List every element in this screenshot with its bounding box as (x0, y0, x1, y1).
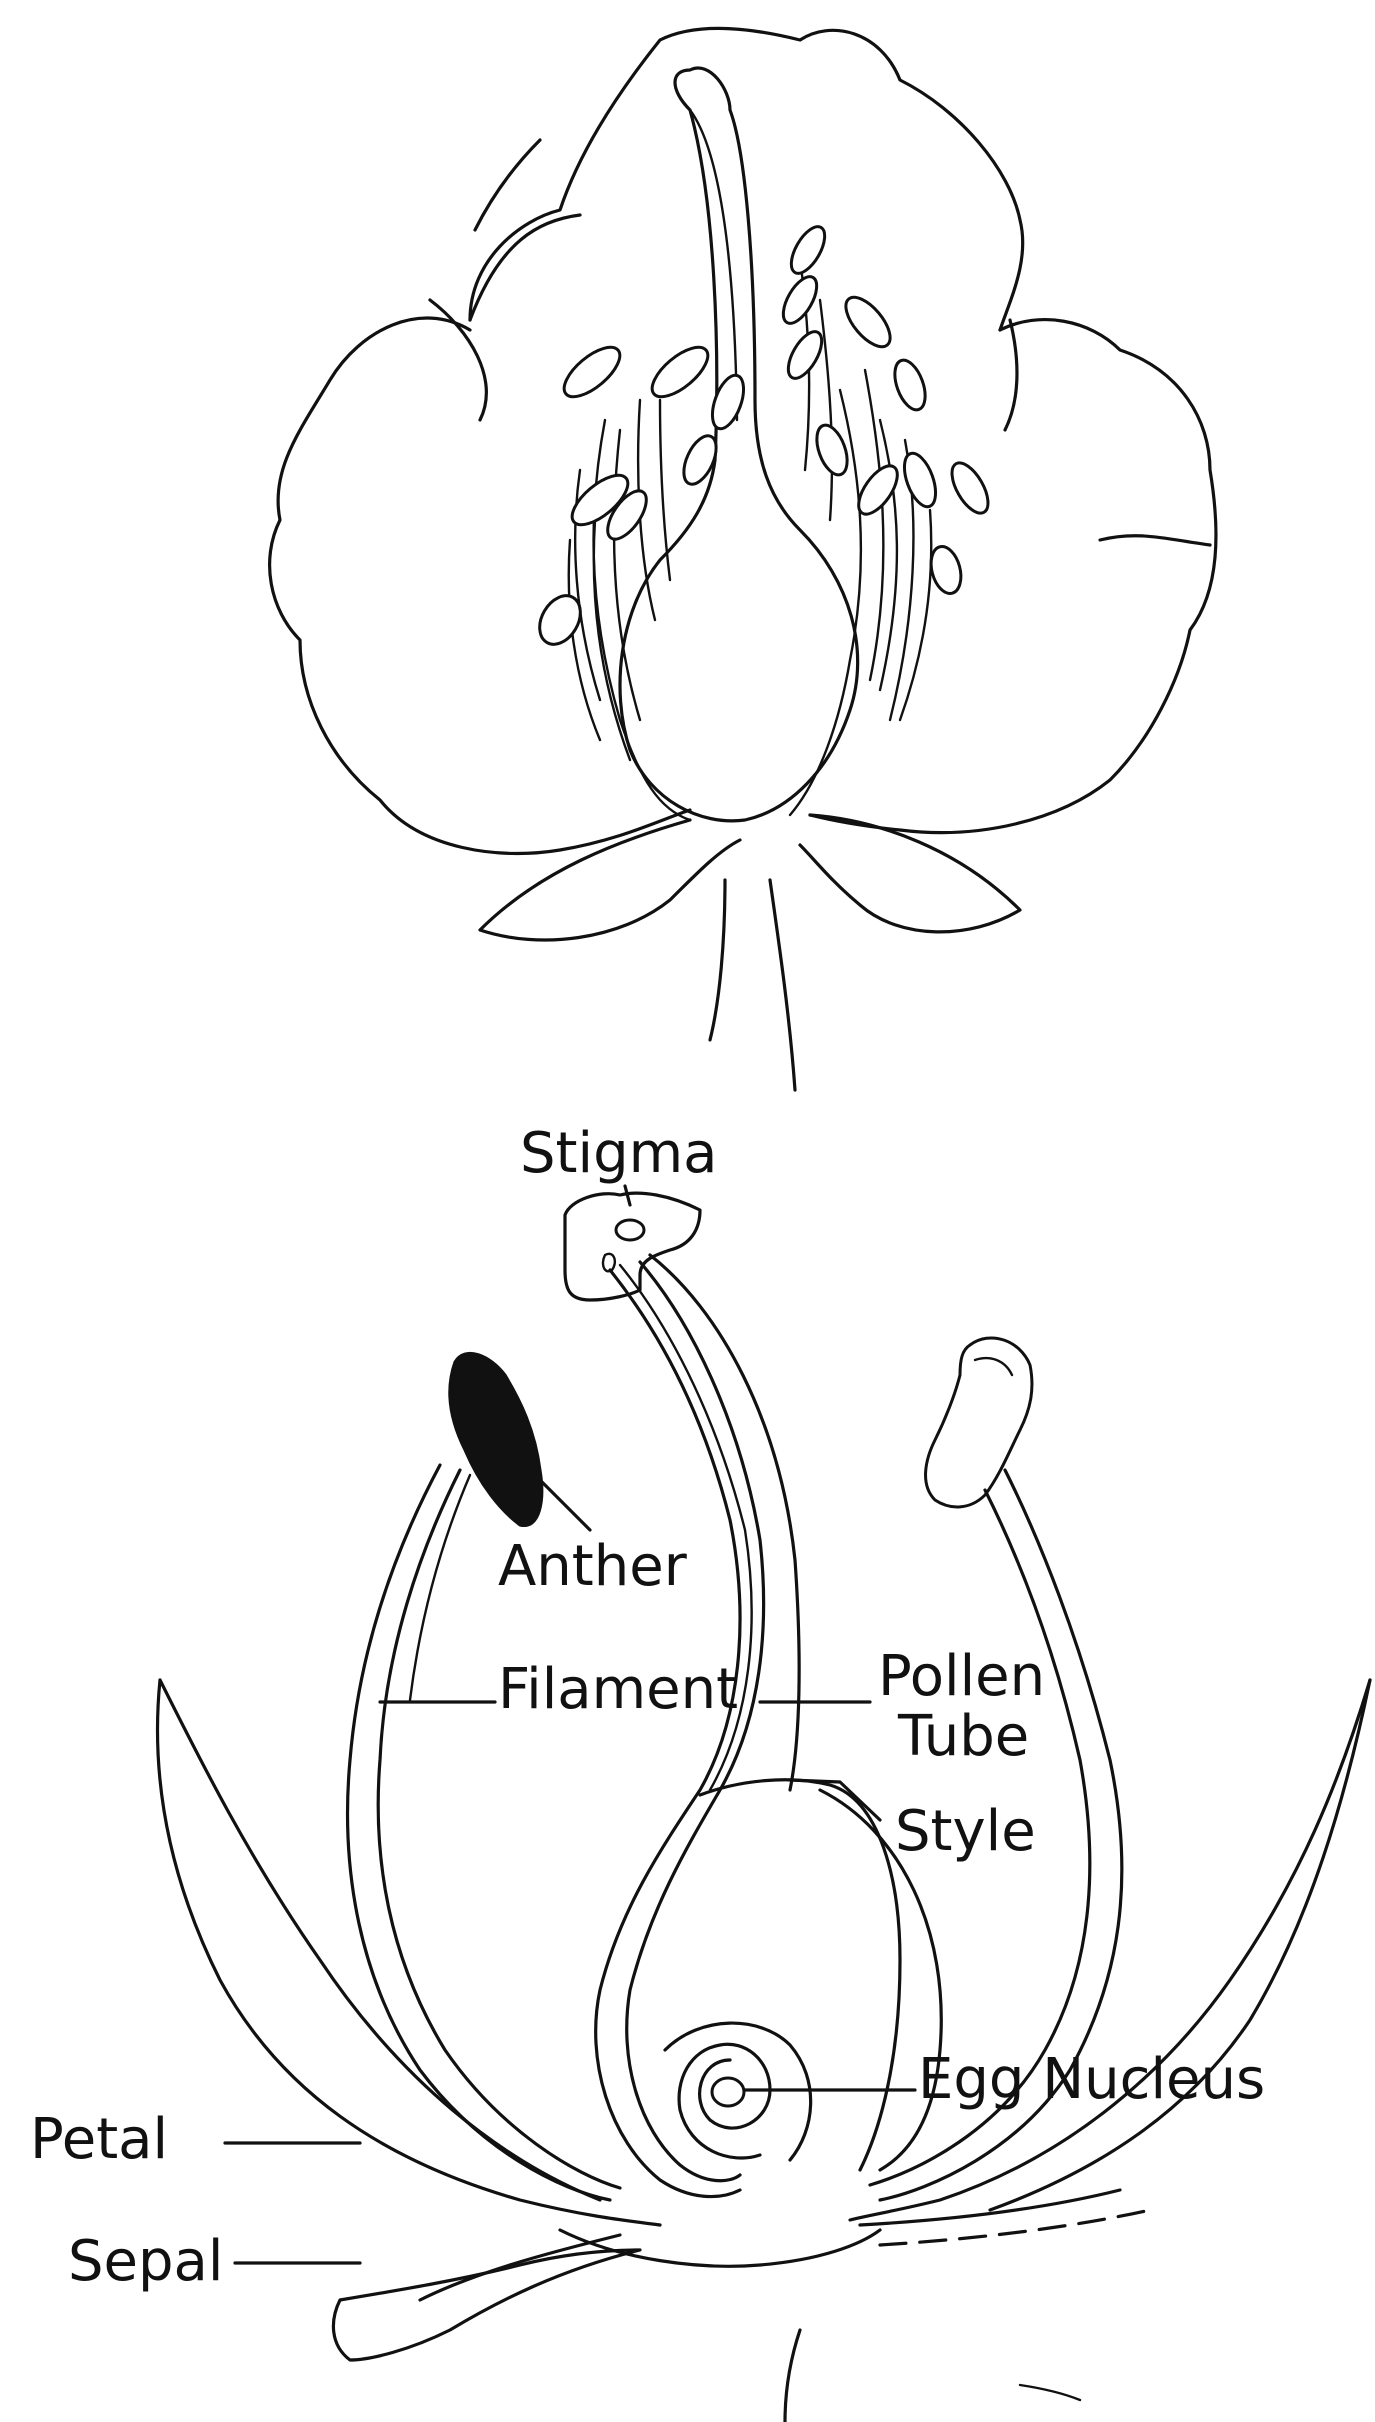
upper-petal (470, 28, 1023, 330)
top-stem (710, 880, 795, 1090)
label-tube: Tube (897, 1704, 1029, 1769)
anther-dark (450, 1353, 542, 1525)
sepal-left (333, 2250, 640, 2360)
label-style: Style (895, 1799, 1036, 1864)
label-filament: Filament (498, 1657, 738, 1722)
section-drawing (158, 1186, 1371, 2422)
section-stem (785, 2330, 800, 2422)
style-outer-left (596, 1270, 740, 2197)
right-anther (926, 1338, 1032, 1507)
label-petal: Petal (30, 2107, 168, 2172)
ovary (700, 1780, 900, 2170)
whole-flower-drawing (270, 28, 1216, 1090)
label-anther: Anther (498, 1534, 688, 1599)
sepal-right (880, 2210, 1150, 2245)
label-stigma: Stigma (520, 1121, 717, 1186)
label-sepal: Sepal (68, 2229, 223, 2294)
left-petal (270, 318, 690, 853)
receptacle (560, 2230, 880, 2266)
label-pollen: Pollen (878, 1644, 1045, 1709)
label-egg-nucleus: Egg Nucleus (918, 2047, 1265, 2112)
